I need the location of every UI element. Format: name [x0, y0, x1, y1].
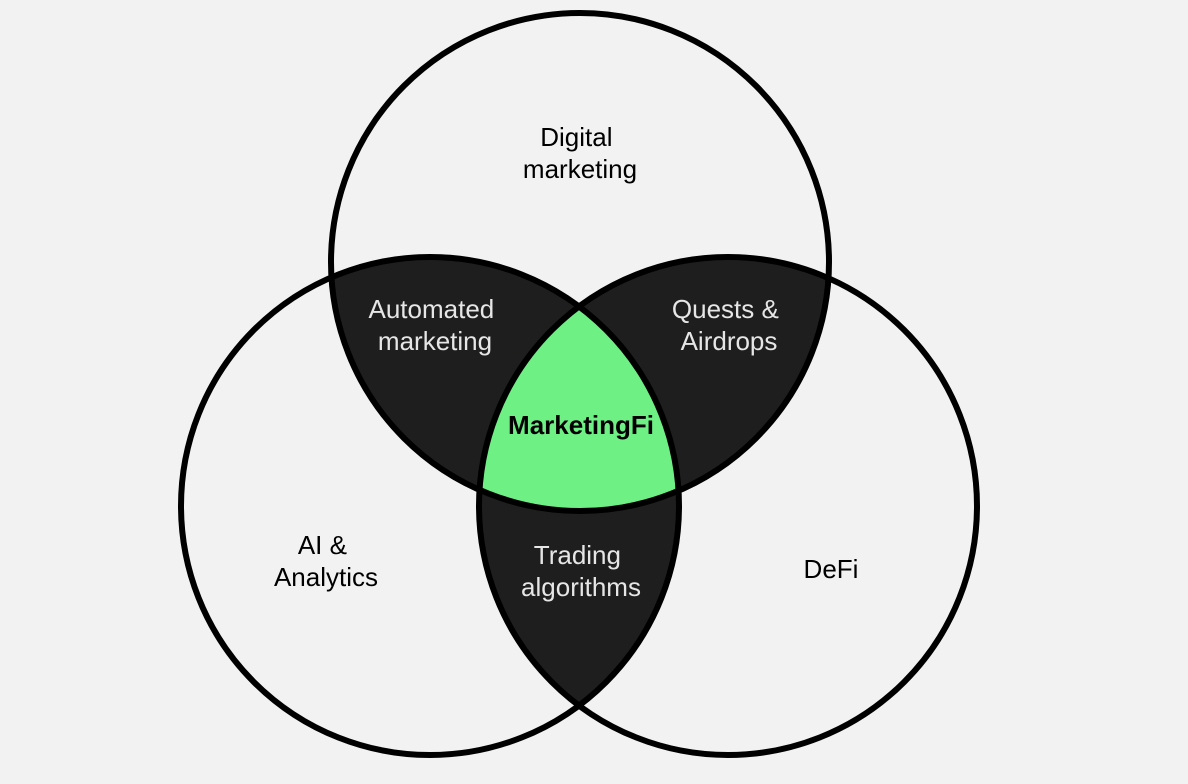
intersection-label-left-right: Trading algorithms [521, 540, 641, 602]
intersection-label-top-left: Automated marketing [369, 294, 502, 356]
set-label-left: AI & Analytics [274, 530, 378, 592]
set-label-top: Digital marketing [523, 122, 637, 184]
intersection-label-top-right: Quests & Airdrops [672, 294, 786, 356]
set-circle-right [476, 254, 980, 758]
intersection-label-top-left-line1: Automated [369, 294, 495, 324]
set-label-left-line1: AI & [298, 530, 347, 560]
set-circle-left [178, 254, 682, 758]
intersection-label-center-line1: MarketingFi [508, 410, 654, 440]
set-label-left-line2: Analytics [274, 562, 378, 592]
intersection-label-top-right-line1: Quests & [672, 294, 779, 324]
intersection-label-left-right-line1: Trading [534, 540, 621, 570]
set-label-right: DeFi [804, 554, 859, 584]
intersection-label-left-right-line2: algorithms [521, 572, 641, 602]
overlap-center [479, 257, 679, 511]
set-label-right-line1: DeFi [804, 554, 859, 584]
set-circle-top [328, 10, 832, 514]
set-label-top-line1: Digital [540, 122, 612, 152]
intersection-label-top-left-line2: marketing [378, 326, 492, 356]
set-label-top-line2: marketing [523, 154, 637, 184]
intersection-label-top-right-line2: Airdrops [681, 326, 778, 356]
intersection-label-center: MarketingFi [508, 410, 654, 440]
